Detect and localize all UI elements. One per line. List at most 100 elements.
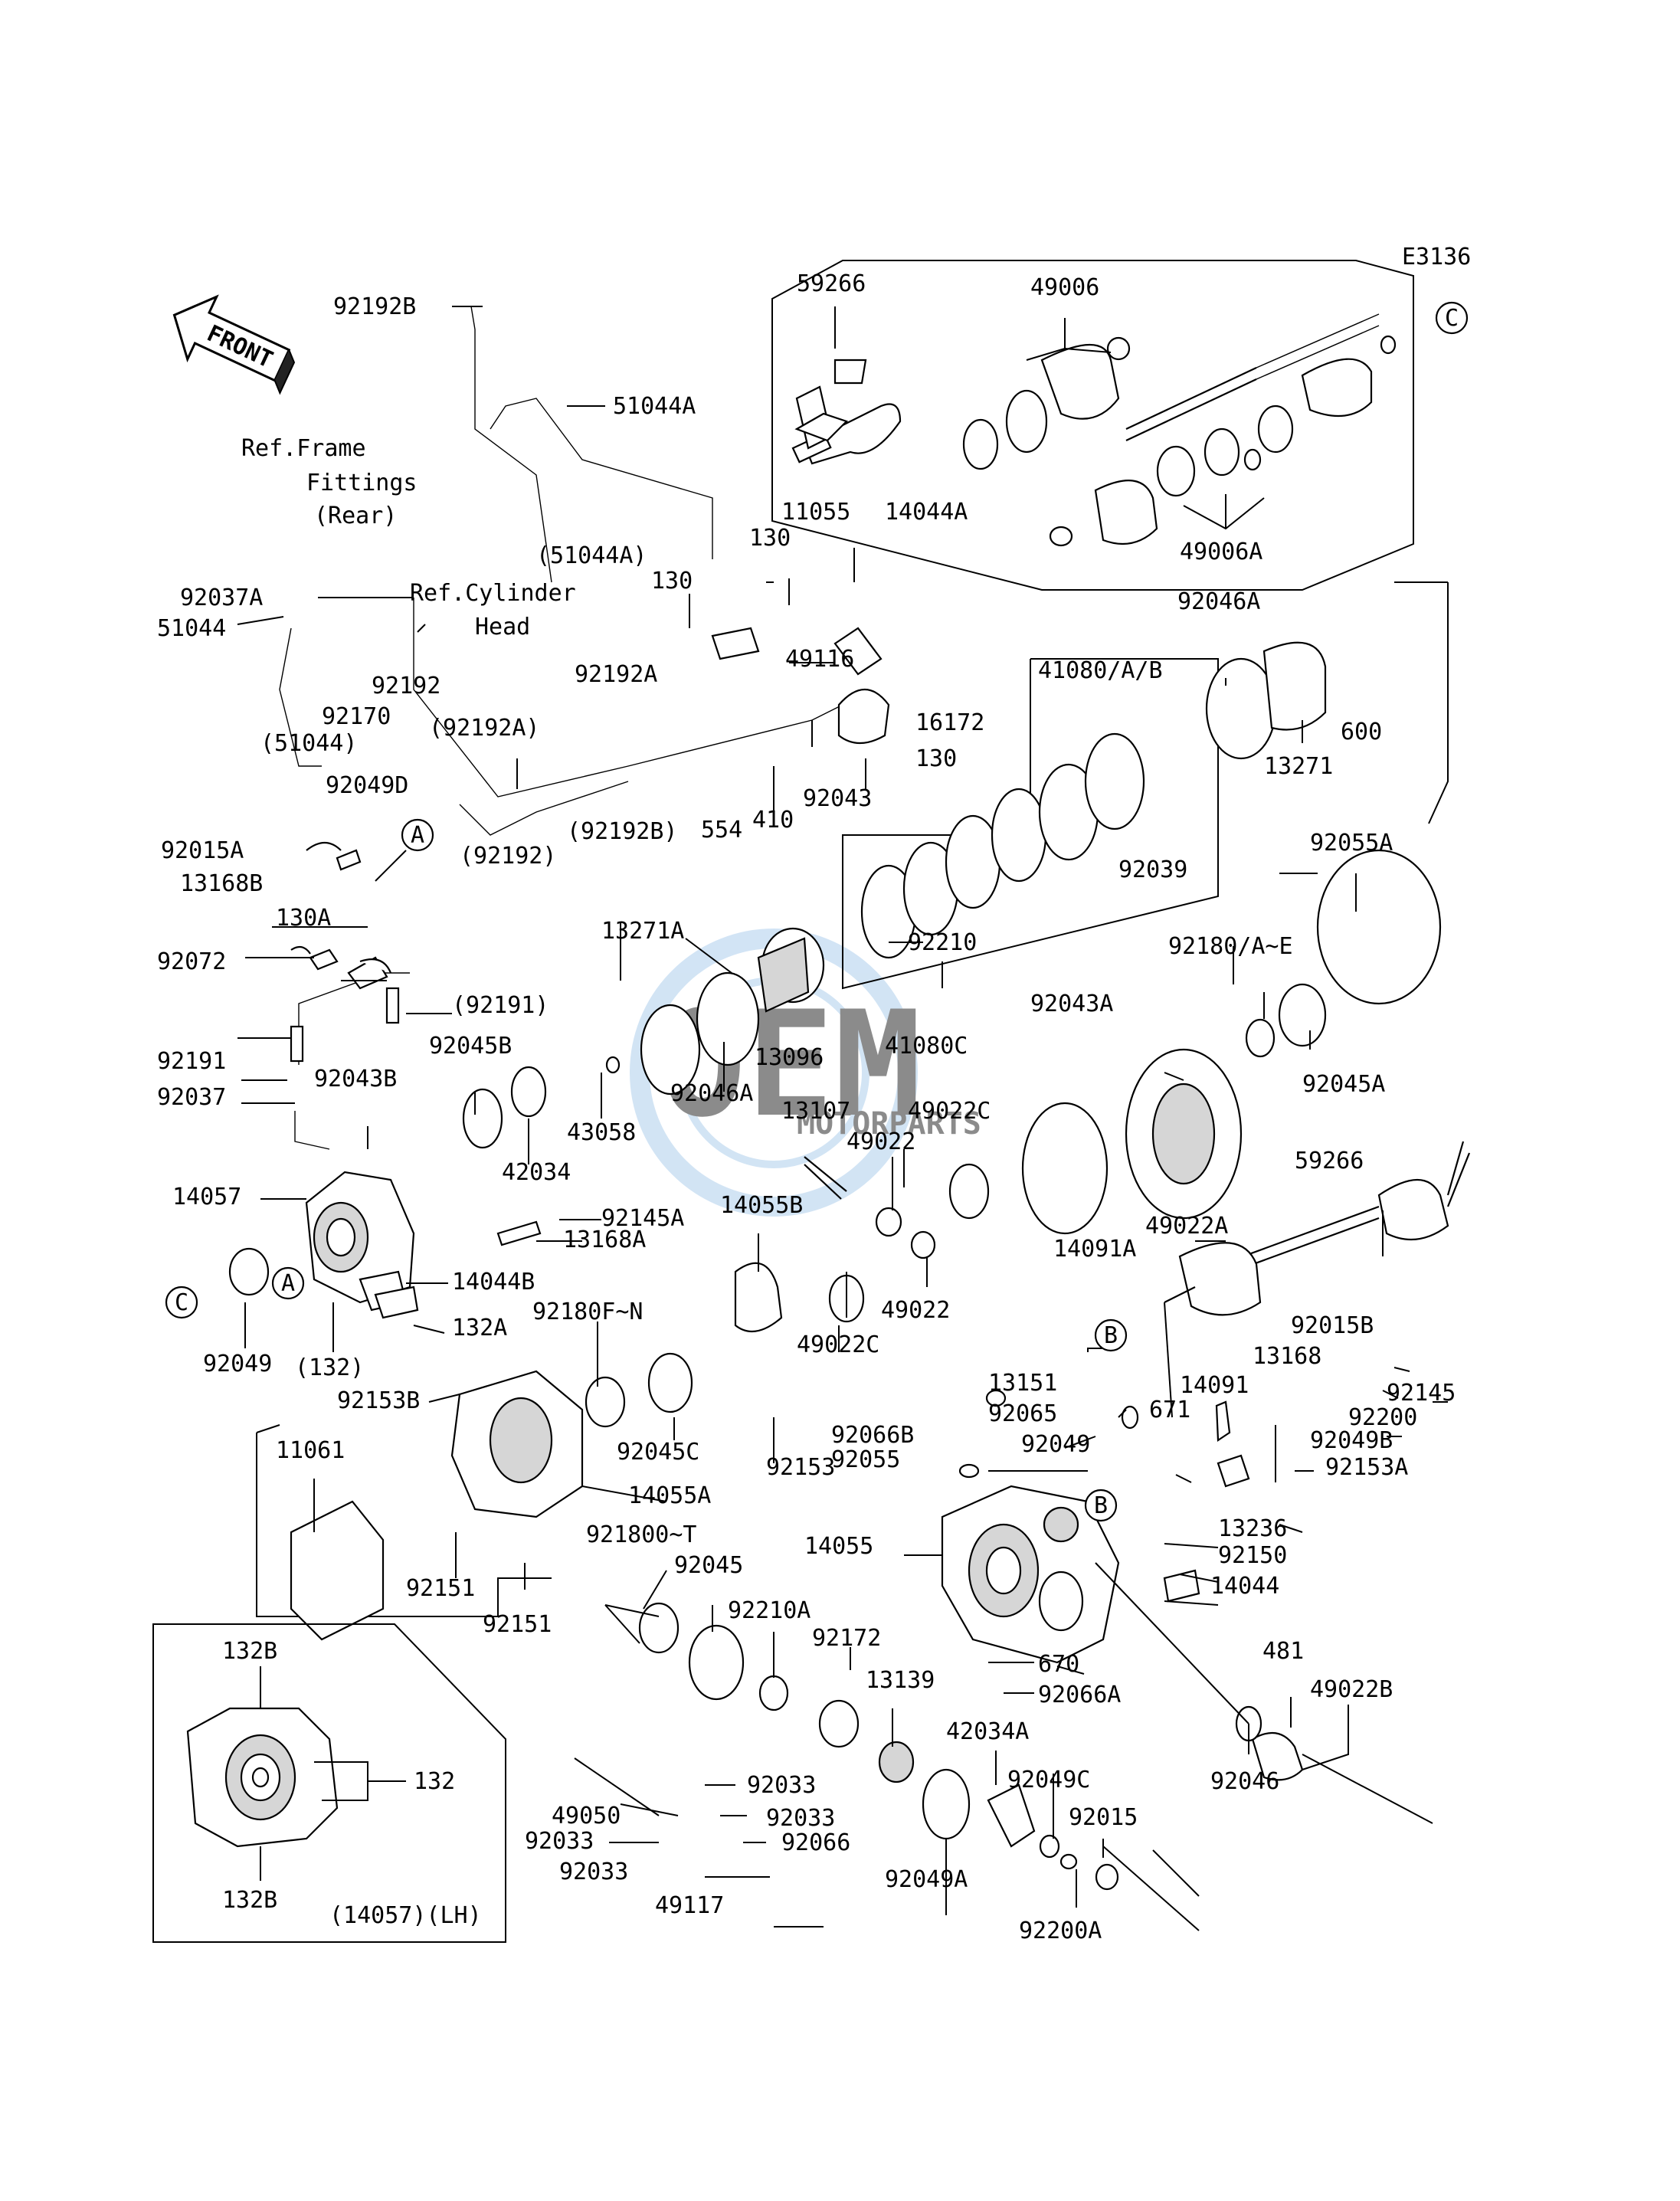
- part-92191-paren: (92191): [452, 992, 549, 1019]
- part-92049-mid: 92049: [1021, 1431, 1090, 1458]
- part-92172: 92172: [812, 1625, 881, 1652]
- part-13151: 13151: [988, 1370, 1057, 1397]
- part-13168: 13168: [1253, 1343, 1321, 1370]
- part-14055b: 14055B: [720, 1192, 803, 1219]
- part-92180ae: 92180/A~E: [1168, 933, 1293, 960]
- part-42034a: 42034A: [946, 1718, 1029, 1745]
- rear-drive-shaft: [1164, 1141, 1471, 1316]
- part-92192-a: 92192: [372, 673, 440, 699]
- part-92037a: 92037A: [180, 585, 263, 611]
- part-92039: 92039: [1118, 856, 1187, 883]
- diagram-code: E3136: [1402, 244, 1471, 270]
- part-130-right: 130: [915, 745, 957, 772]
- callout-b-mid: B: [1104, 1322, 1118, 1349]
- ref-frame-line1: Ref.Frame: [241, 435, 366, 462]
- part-92066: 92066: [781, 1829, 850, 1856]
- part-14055a: 14055A: [628, 1482, 711, 1509]
- differential: [462, 849, 1442, 1333]
- part-92033-c: 92033: [525, 1828, 594, 1855]
- part-49022a: 49022A: [1145, 1213, 1228, 1240]
- callout-c-top: C: [1445, 305, 1459, 332]
- part-51044a: 51044A: [613, 393, 696, 420]
- part-13096: 13096: [755, 1044, 824, 1071]
- part-14044: 14044: [1210, 1573, 1279, 1600]
- gear-case-halves: [290, 1352, 1304, 1891]
- leader-lines: [237, 306, 1448, 1931]
- part-92045: 92045: [674, 1552, 743, 1579]
- part-92153b: 92153B: [337, 1387, 420, 1414]
- ref-frame-line3: (Rear): [314, 503, 397, 529]
- part-14044b: 14044B: [452, 1269, 535, 1295]
- part-92180fn: 92180F~N: [532, 1299, 644, 1325]
- part-92046a-mid: 92046A: [670, 1080, 753, 1107]
- part-92043a: 92043A: [1030, 991, 1113, 1017]
- reference-notes: Ref.Frame Fittings (Rear) Ref.Cylinder H…: [241, 435, 576, 640]
- part-51044-paren: (51044): [260, 730, 357, 757]
- inset-part-132b-bottom: 132B: [222, 1887, 277, 1914]
- ref-cylinder-line2: Head: [475, 614, 530, 640]
- part-41080: 41080/A/B: [1038, 657, 1163, 684]
- part-92200a: 92200A: [1019, 1918, 1102, 1944]
- part-14091a: 14091A: [1053, 1236, 1136, 1263]
- part-42034: 42034: [502, 1159, 571, 1186]
- part-671: 671: [1149, 1397, 1190, 1423]
- part-14057: 14057: [172, 1184, 241, 1210]
- inset-panel: 132B 132 132B (14057)(LH): [152, 1623, 506, 1943]
- part-92055a: 92055A: [1310, 830, 1393, 856]
- part-92192-paren: (92192): [460, 843, 556, 870]
- callout-a-left: A: [281, 1270, 295, 1297]
- part-92043: 92043: [803, 785, 872, 812]
- part-49022c-top: 49022C: [908, 1098, 991, 1125]
- part-49022b: 49022B: [1310, 1676, 1393, 1703]
- part-92192a-paren: (92192A): [429, 715, 540, 742]
- callout-c-left: C: [175, 1289, 188, 1316]
- part-92046: 92046: [1210, 1768, 1279, 1795]
- part-13271a: 13271A: [601, 918, 684, 945]
- part-51044: 51044: [157, 615, 226, 642]
- part-13139: 13139: [866, 1667, 935, 1694]
- part-92033-b: 92033: [766, 1805, 835, 1832]
- part-92151-left: 92151: [406, 1575, 475, 1602]
- rear-gear-case: [941, 1389, 1262, 1742]
- part-130-top: 130: [749, 525, 791, 552]
- part-49022c-bottom: 49022C: [797, 1331, 879, 1358]
- part-92033-a: 92033: [747, 1772, 816, 1799]
- inset-caption: (14057)(LH): [329, 1902, 482, 1929]
- part-554: 554: [701, 817, 742, 843]
- inset-part-132b-top: 132B: [222, 1638, 277, 1665]
- part-92072: 92072: [157, 948, 226, 975]
- part-92200: 92200: [1348, 1404, 1417, 1431]
- part-670: 670: [1038, 1651, 1079, 1678]
- part-132a: 132A: [452, 1315, 507, 1341]
- part-130a: 130A: [276, 905, 331, 932]
- part-49116: 49116: [785, 646, 854, 673]
- part-13168b: 13168B: [180, 870, 263, 897]
- part-92049a: 92049A: [885, 1866, 968, 1893]
- callout-markers: C A C A B B: [165, 301, 1469, 1522]
- part-13107: 13107: [781, 1098, 850, 1125]
- part-92192a: 92192A: [575, 661, 657, 688]
- part-13236: 13236: [1218, 1515, 1287, 1542]
- part-49022-lower: 49022: [881, 1297, 950, 1324]
- part-92049c: 92049C: [1007, 1767, 1090, 1793]
- part-11061: 11061: [276, 1437, 345, 1464]
- part-92153a: 92153A: [1325, 1454, 1408, 1481]
- part-92065: 92065: [988, 1400, 1057, 1427]
- part-49022-upper: 49022: [847, 1128, 915, 1155]
- part-13168a: 13168A: [563, 1227, 646, 1253]
- part-92150: 92150: [1218, 1542, 1287, 1569]
- part-92145: 92145: [1387, 1380, 1456, 1407]
- part-92049-left: 92049: [203, 1351, 272, 1377]
- part-130-mid: 130: [651, 568, 693, 594]
- part-14055: 14055: [804, 1533, 873, 1560]
- callout-b-lower: B: [1094, 1492, 1108, 1519]
- part-92046a-top: 92046A: [1177, 588, 1260, 615]
- part-92045a: 92045A: [1302, 1071, 1385, 1098]
- part-92043b: 92043B: [314, 1066, 397, 1092]
- part-92192b: 92192B: [333, 293, 416, 320]
- part-92210: 92210: [908, 929, 977, 956]
- part-92210a: 92210A: [728, 1597, 811, 1624]
- part-49006a: 49006A: [1180, 539, 1262, 565]
- part-92049b: 92049B: [1310, 1427, 1393, 1454]
